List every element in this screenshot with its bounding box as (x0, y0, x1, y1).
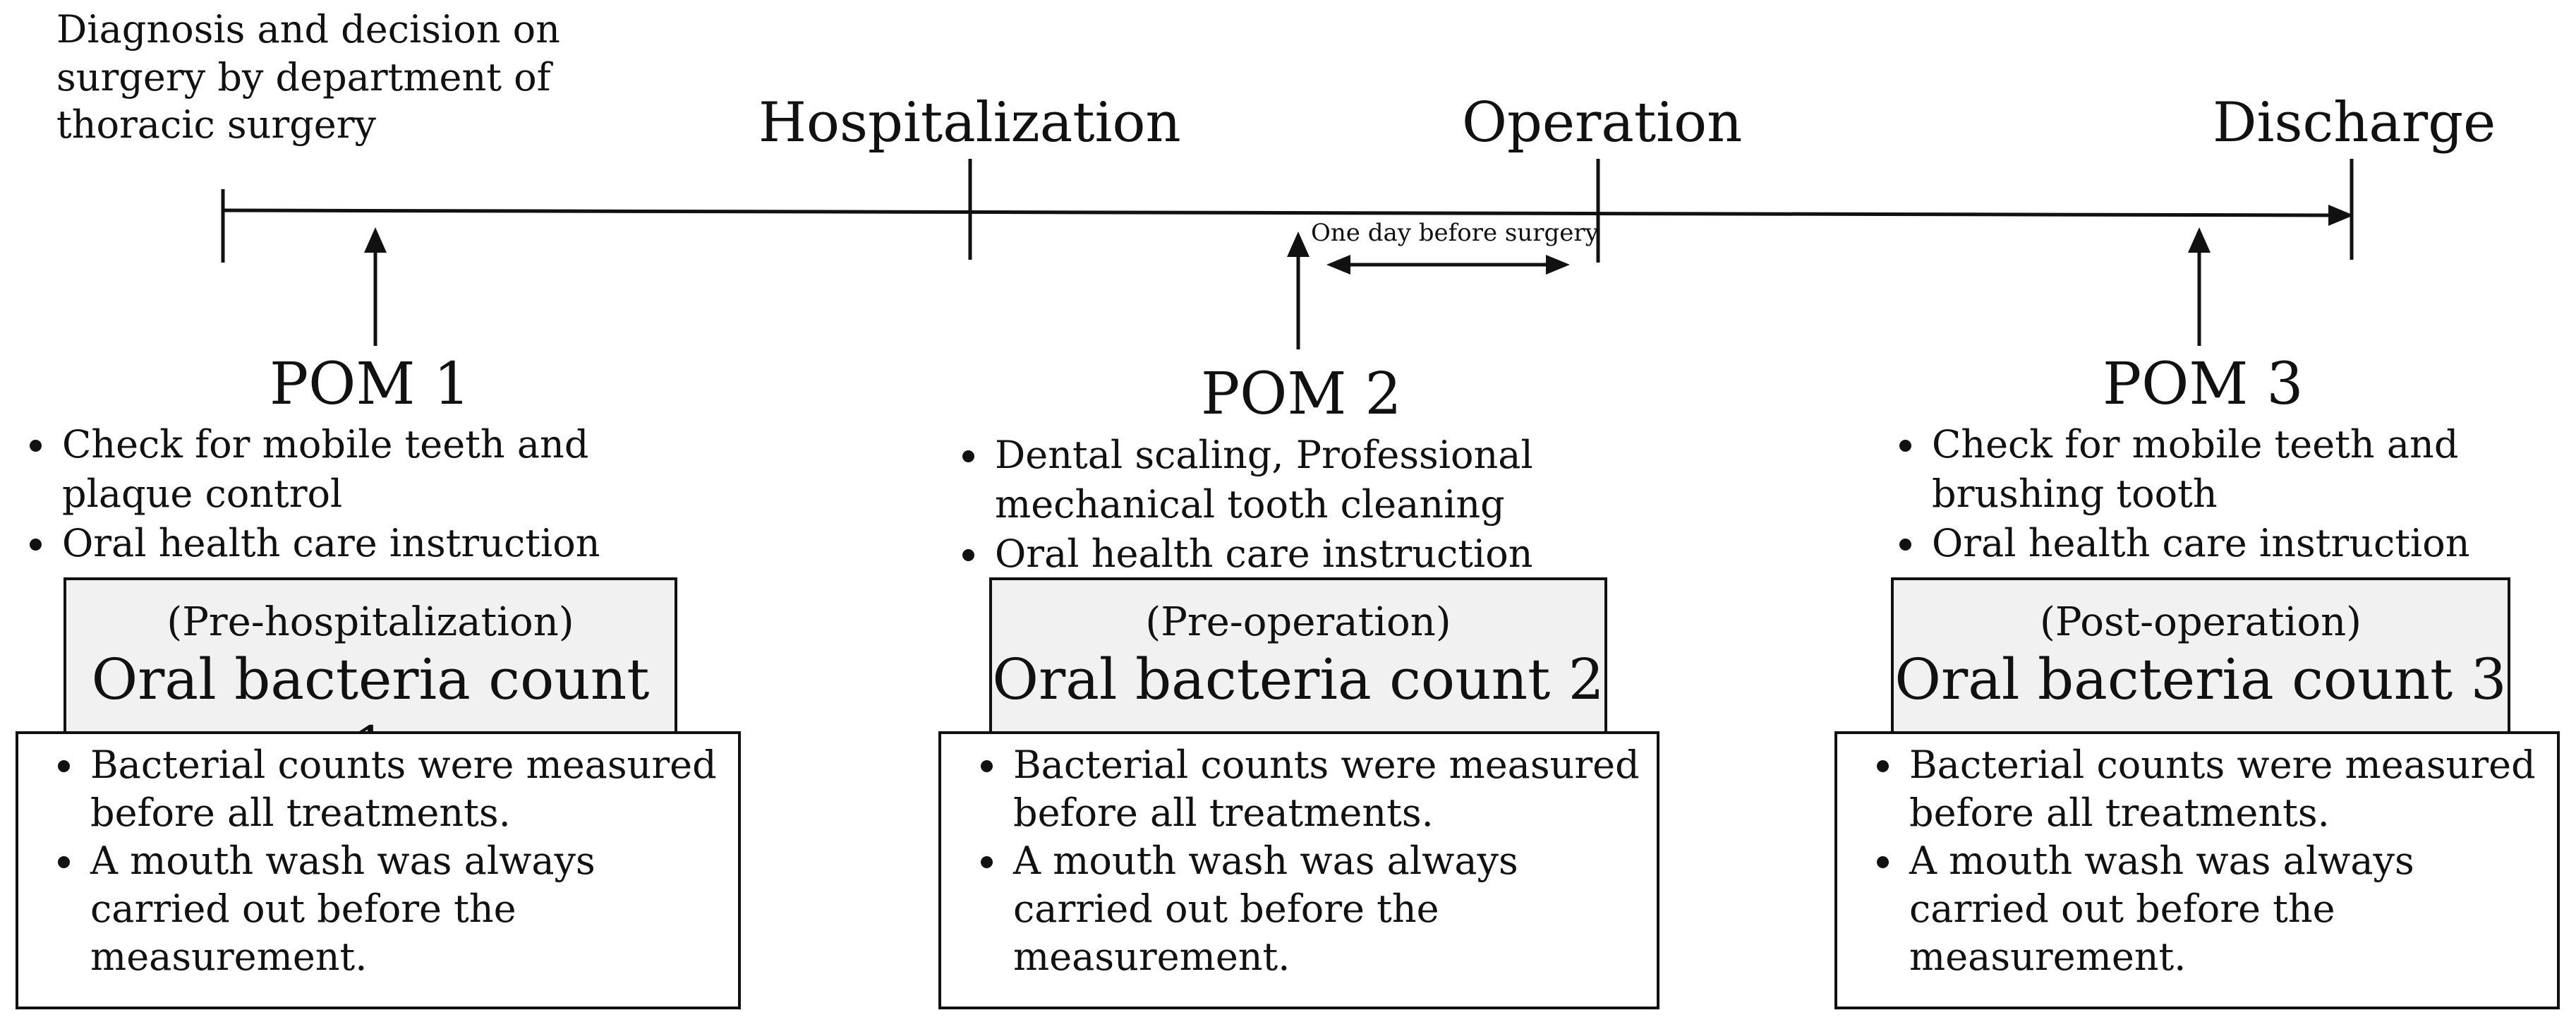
pom3-title: POM 3 (2103, 351, 2304, 418)
info-box-1-item: A mouth wash was always carried out befo… (86, 837, 724, 981)
timeline-axis (222, 208, 2342, 217)
count-box-3-phase: (Post-operation) (2039, 599, 2362, 645)
info-box-2: Bacterial counts were measured before al… (938, 731, 1659, 1009)
count-box-1: (Pre-hospitalization) Oral bacteria coun… (64, 577, 677, 780)
pom2-arrowhead (1287, 232, 1310, 257)
pom1-notes: Check for mobile teeth and plaque contro… (6, 420, 679, 568)
count-box-3: (Post-operation) Oral bacteria count 3 (1891, 577, 2510, 734)
pom2-note: Oral health care instruction (991, 529, 1654, 579)
pom1-note: Check for mobile teeth and plaque contro… (58, 420, 679, 519)
diagnosis-label: Diagnosis and decision on surgery by dep… (56, 7, 560, 147)
info-box-2-item: Bacterial counts were measured before al… (1009, 741, 1643, 837)
span-label: One day before surgery (1311, 219, 1599, 247)
span-arrowhead-left (1326, 255, 1350, 275)
count-box-2: (Pre-operation) Oral bacteria count 2 (989, 577, 1607, 734)
discharge-label: Discharge (2213, 91, 2496, 155)
pom2-note: Dental scaling, Professional mechanical … (991, 431, 1654, 529)
info-box-3-item: Bacterial counts were measured before al… (1905, 741, 2543, 837)
timeline-arrowhead (2328, 205, 2354, 226)
pom3-arrowhead (2188, 227, 2211, 253)
count-box-2-phase: (Pre-operation) (1145, 599, 1451, 645)
count-box-2-title: Oral bacteria count 2 (992, 647, 1604, 713)
info-box-2-item: A mouth wash was always carried out befo… (1009, 837, 1643, 981)
pom3-notes: Check for mobile teeth and brushing toot… (1875, 420, 2563, 568)
pom1-note: Oral health care instruction (58, 519, 679, 568)
pom3-note: Oral health care instruction (1928, 519, 2563, 568)
pom1-title: POM 1 (270, 351, 471, 418)
span-arrowhead-right (1546, 255, 1570, 275)
info-box-1-item: Bacterial counts were measured before al… (86, 741, 724, 837)
operation-label: Operation (1462, 91, 1743, 155)
pom2-title: POM 2 (1201, 361, 1402, 428)
pom3-note: Check for mobile teeth and brushing toot… (1928, 420, 2563, 519)
info-box-1: Bacterial counts were measured before al… (16, 731, 741, 1009)
info-box-3: Bacterial counts were measured before al… (1834, 731, 2560, 1009)
count-box-1-title: Oral bacteria count 1 (91, 647, 650, 780)
count-box-1-phase: (Pre-hospitalization) (167, 599, 574, 645)
info-box-3-item: A mouth wash was always carried out befo… (1905, 837, 2543, 981)
hospitalization-label: Hospitalization (758, 91, 1181, 155)
pom1-arrowhead (364, 227, 387, 253)
count-box-3-title: Oral bacteria count 3 (1894, 647, 2507, 713)
pom2-notes: Dental scaling, Professional mechanical … (938, 431, 1654, 579)
